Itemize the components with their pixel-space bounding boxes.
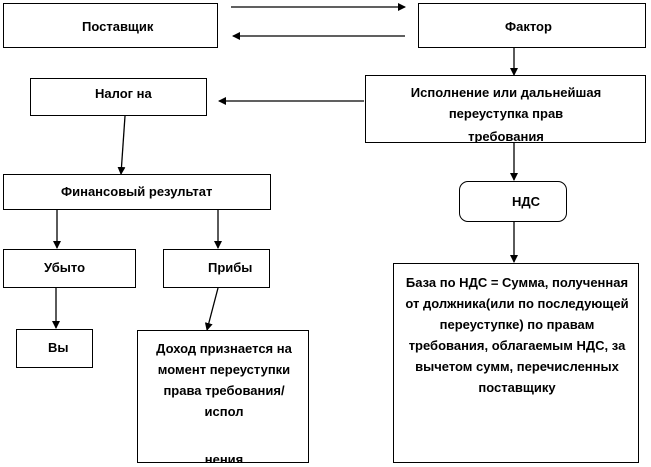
fin-result-box: Финансовый результат (3, 174, 271, 210)
arrow-tax-to-finresult (117, 115, 126, 175)
income-label: Доход признается на момент переуступки п… (156, 341, 292, 419)
profit-label: Прибы (208, 260, 253, 275)
execution-box: Исполнение или дальнейшая переуступка пр… (365, 75, 646, 143)
supplier-box: Поставщик (3, 3, 218, 48)
execution-label: Исполнение или дальнейшая переуступка пр… (410, 85, 602, 121)
tax-label: Налог на (95, 86, 152, 101)
loss-box: Убыто (3, 249, 136, 288)
factor-label: Фактор (505, 19, 552, 34)
income-box: Доход признается на момент переуступки п… (137, 330, 309, 463)
vy-box: Вы (16, 329, 93, 368)
vat-box: НДС (459, 181, 567, 222)
profit-box: Прибы (163, 249, 270, 288)
tax-box: Налог на (30, 78, 207, 116)
fin-result-label: Финансовый результат (61, 184, 213, 199)
vat-base-box: База по НДС = Сумма, полученная от должн… (393, 263, 639, 463)
vat-label: НДС (512, 194, 541, 209)
vy-label: Вы (48, 340, 69, 355)
arrow-profit-to-income (204, 287, 219, 331)
income-label-cut: нения (204, 452, 244, 463)
factor-box: Фактор (418, 3, 646, 48)
loss-label: Убыто (44, 260, 86, 275)
supplier-label: Поставщик (82, 19, 154, 34)
vat-base-label: База по НДС = Сумма, полученная от должн… (405, 275, 629, 395)
execution-label-cut: требования (468, 129, 544, 143)
